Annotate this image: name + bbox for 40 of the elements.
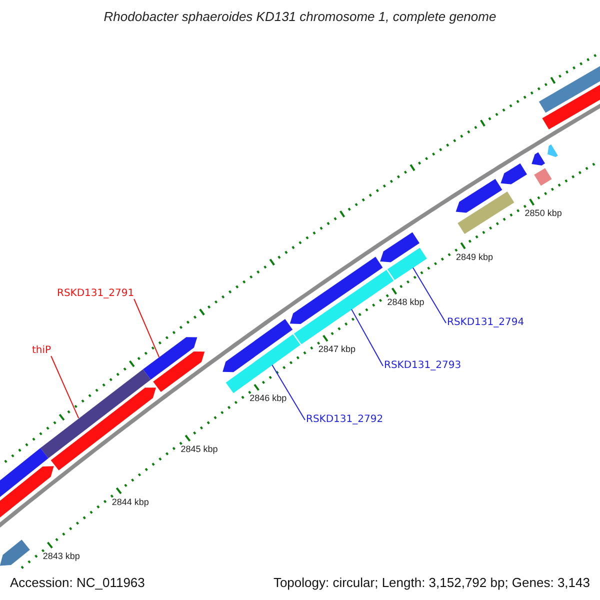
genome-summary: Topology: circular; Length: 3,152,792 bp; Genes: 3,143 — [273, 575, 590, 590]
gene-label: RSKD131_2792 — [306, 414, 384, 426]
gene-feature — [290, 256, 383, 324]
scale-label: 2846 kbp — [250, 393, 287, 404]
scale-label: 2848 kbp — [387, 297, 424, 308]
gene-feature — [500, 163, 527, 184]
leader-line — [412, 267, 446, 324]
gene-label: thiP — [32, 345, 52, 357]
gene-feature — [548, 144, 558, 157]
scale-label: 2843 kbp — [42, 551, 80, 562]
gene-bar — [226, 334, 300, 394]
accession-text: Accession: NC_011963 — [10, 575, 145, 590]
leader-line — [134, 298, 160, 358]
gene-feature — [143, 337, 198, 380]
leader-line — [50, 356, 80, 419]
leader-line — [272, 364, 306, 420]
gene-bar — [40, 369, 151, 458]
gene-bar — [387, 248, 427, 280]
scale-label: 2845 kbp — [180, 444, 218, 454]
gene-label: RSKD131_2793 — [384, 360, 462, 372]
scale-label: 2849 kbp — [456, 252, 494, 262]
gene-feature — [532, 152, 545, 166]
scale-label: 2844 kbp — [112, 496, 149, 507]
gene-feature — [153, 352, 205, 392]
gene-feature — [0, 540, 30, 566]
gene-label: RSKD131_2794 — [447, 317, 524, 329]
gene-feature — [0, 466, 54, 518]
gene-label: RSKD131_2791 — [57, 288, 134, 300]
scale-label: 2847 kbp — [318, 344, 356, 354]
title: Rhodobacter sphaeroides KD131 chromosome 1, complete genome — [104, 9, 496, 24]
gene-feature — [458, 192, 514, 234]
scale-label: 2850 kbp — [524, 208, 562, 218]
gene-feature — [534, 168, 552, 186]
gene-feature — [542, 84, 600, 130]
gene-feature — [50, 388, 156, 470]
gene-feature — [0, 448, 48, 497]
gene-feature — [456, 178, 502, 213]
gene-feature — [222, 319, 293, 372]
gene-feature — [538, 66, 600, 113]
gene-feature — [380, 232, 420, 262]
